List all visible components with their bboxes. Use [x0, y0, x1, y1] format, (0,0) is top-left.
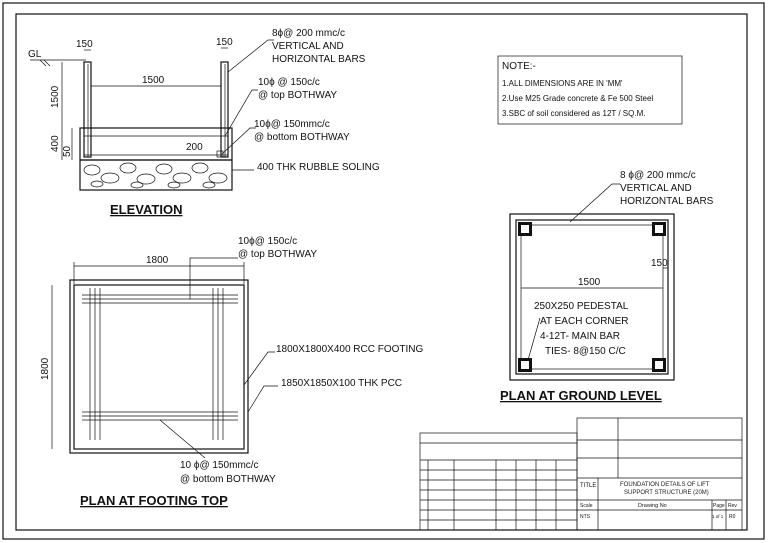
- page-value: 1 of 1: [712, 514, 724, 519]
- ground-plan-view: 1500 150 8 ϕ@ 200 mmc/c VERTICAL AND HOR…: [500, 170, 714, 403]
- rev-label: Rev: [728, 503, 737, 509]
- gl-label: GL: [28, 49, 42, 60]
- ground-bar-line: [520, 224, 664, 370]
- footing-outline: [73, 284, 245, 450]
- leader-top-bars: [224, 89, 258, 137]
- footing-ann-rcc: 1800X1800X400 RCC FOOTING: [276, 344, 424, 355]
- leader-vertical-bars: [569, 183, 620, 223]
- leader-top-bars: [189, 257, 238, 299]
- dim-height: 1500: [50, 85, 61, 108]
- dim-width: 1500: [142, 75, 165, 86]
- footing-ann-top-2: @ top BOTHWAY: [238, 249, 317, 260]
- title-label: TITLE: [580, 483, 596, 489]
- rubble-stones: [83, 162, 228, 189]
- title-frame: [576, 417, 743, 531]
- pedestal-note-2: AT EACH CORNER: [540, 316, 629, 327]
- rubble-soling: [79, 159, 233, 191]
- page-label: Page: [713, 503, 725, 509]
- ann-bottom-bars-1: 10ϕ@ 150mmc/c: [254, 119, 330, 130]
- drawing-no-label: Drawing No: [638, 503, 667, 509]
- ground-inner-wall: [515, 219, 669, 375]
- notes-frame: [497, 55, 683, 125]
- leader-vertical-bars: [227, 39, 274, 73]
- dim-50: 50: [62, 145, 73, 157]
- pedestal-note-4: TIES- 8@150 C/C: [545, 346, 626, 357]
- ground-plan-title: PLAN AT GROUND LEVEL: [500, 388, 662, 403]
- footing-dim-height: 1800: [40, 357, 51, 380]
- dim-wall-right: 150: [216, 37, 233, 48]
- title-line-2: SUPPORT STRUCTURE (20M): [624, 490, 709, 496]
- rev-value: R0: [729, 514, 736, 520]
- left-wall: [83, 61, 92, 158]
- pedestal-inner: [521, 225, 529, 233]
- dim-200: 200: [186, 142, 203, 153]
- ann-top-bars-2: @ top BOTHWAY: [258, 90, 337, 101]
- rebar-mesh: [82, 288, 238, 440]
- footing-ann-bot-2: @ bottom BOTHWAY: [180, 474, 276, 485]
- ground-ann-3: HORIZONTAL BARS: [620, 196, 714, 207]
- pedestal-note-1: 250X250 PEDESTAL: [534, 301, 629, 312]
- footing-plan-title: PLAN AT FOOTING TOP: [80, 493, 228, 508]
- ann-top-bars-1: 10ϕ @ 150c/c: [258, 77, 320, 88]
- ann-soling: 400 THK RUBBLE SOLING: [257, 162, 380, 173]
- ground-dim-150: 150: [651, 258, 668, 269]
- ground-hatch: [43, 59, 51, 67]
- scale-label: Scale: [580, 503, 593, 509]
- pedestal-inner: [521, 361, 529, 369]
- elevation-title: ELEVATION: [110, 202, 182, 217]
- ann-bottom-bars-2: @ bottom BOTHWAY: [254, 132, 350, 143]
- elevation-view: GL 150 150: [28, 28, 380, 217]
- right-wall: [220, 61, 229, 158]
- dim-base: 400: [50, 135, 61, 152]
- footing-ann-top-1: 10ϕ@ 150c/c: [238, 236, 297, 247]
- footing-plan-view: 1800 1800 10ϕ@ 150c/c @ top BOTHWAY 1800…: [40, 236, 424, 508]
- pedestal-inner: [655, 361, 663, 369]
- leader-bottom-bars: [159, 419, 206, 459]
- note-item: 2.Use M25 Grade concrete & Fe 500 Steel: [502, 94, 653, 103]
- notes-heading: NOTE:-: [502, 61, 536, 72]
- notes-box: NOTE:- 1.ALL DIMENSIONS ARE IN 'MM' 2.Us…: [497, 55, 683, 125]
- dim-wall-left: 150: [76, 39, 93, 50]
- ground-ann-1: 8 ϕ@ 200 mmc/c: [620, 170, 696, 181]
- footing-dim-width: 1800: [146, 255, 169, 266]
- title-line-1: FOUNDATION DETAILS OF LIFT: [620, 482, 710, 488]
- pedestal-marker: [216, 150, 224, 158]
- title-block: TITLE FOUNDATION DETAILS OF LIFT SUPPORT…: [419, 417, 743, 531]
- ann-vert-bars-1: 8ϕ@ 200 mmc/c: [272, 28, 345, 39]
- leader-pedestal: [527, 317, 541, 361]
- leader-bottom-bars: [221, 127, 256, 155]
- note-item: 3.SBC of soil considered as 12T / SQ.M.: [502, 109, 645, 118]
- pedestal-note-3: 4-12T- MAIN BAR: [540, 331, 620, 342]
- ann-vert-bars-3: HORIZONTAL BARS: [272, 54, 366, 65]
- footing-ann-bot-1: 10 ϕ@ 150mmc/c: [180, 460, 259, 471]
- scale-value: NTS: [580, 514, 591, 520]
- leader-footing: [243, 351, 275, 386]
- pedestal-inner: [655, 225, 663, 233]
- ground-dim-width: 1500: [578, 277, 601, 288]
- footing-ann-pcc: 1850X1850X100 THK PCC: [281, 378, 402, 389]
- inner-border: [15, 13, 748, 531]
- revision-table: [419, 432, 578, 531]
- note-item: 1.ALL DIMENSIONS ARE IN 'MM': [502, 79, 623, 88]
- ground-hatch: [39, 59, 47, 67]
- ground-outer-wall: [509, 213, 675, 381]
- leader-pcc: [247, 385, 278, 413]
- ann-vert-bars-2: VERTICAL AND: [272, 41, 344, 52]
- pcc-outline: [69, 279, 249, 454]
- ground-ann-2: VERTICAL AND: [620, 183, 692, 194]
